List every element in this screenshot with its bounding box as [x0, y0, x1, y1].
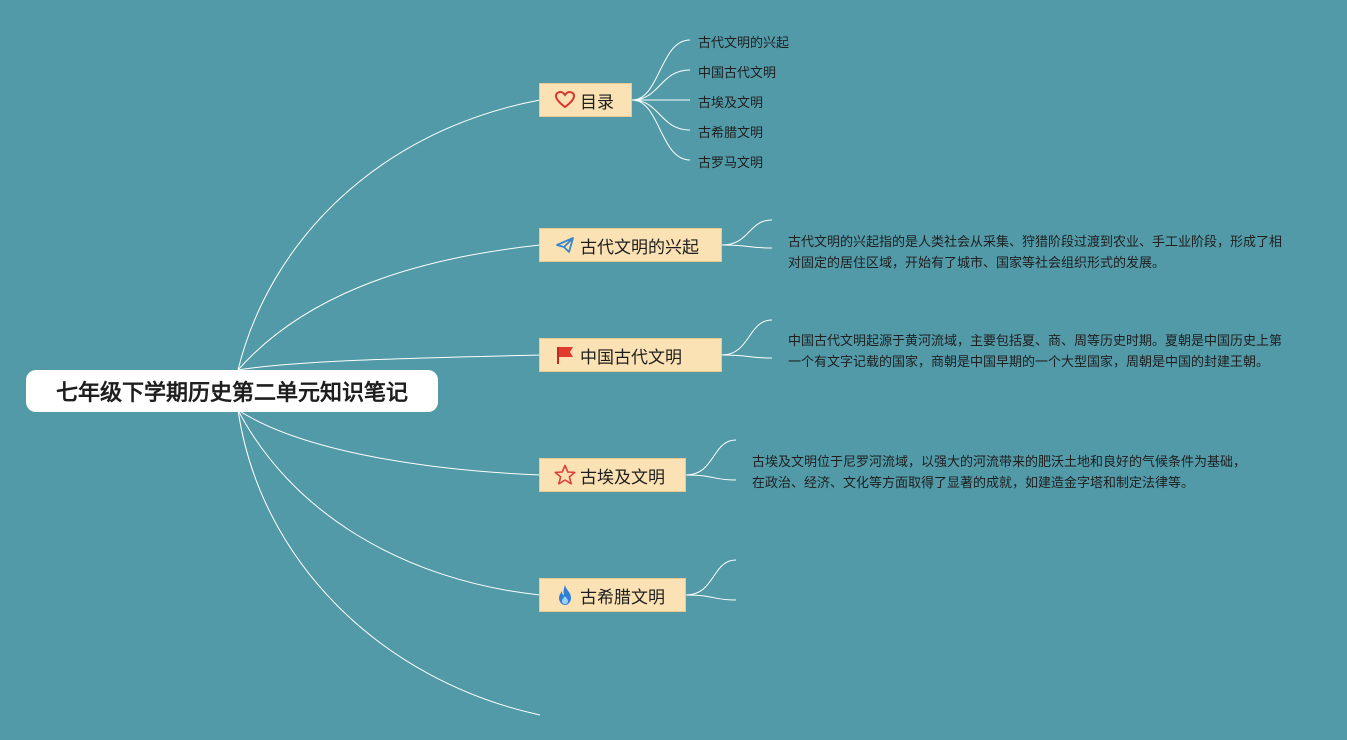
contents-item-3[interactable]: 古埃及文明	[698, 96, 764, 111]
branch-label: 古埃及文明	[580, 467, 665, 488]
connector-greece-note-a	[685, 559, 737, 596]
note-rise-of-civilization: 古代文明的兴起指的是人类社会从采集、狩猎阶段过渡到农业、手工业阶段，形成了相对固…	[788, 235, 1283, 271]
connector-rise-note-b	[721, 244, 773, 249]
contents-item-4[interactable]: 古希腊文明	[698, 126, 764, 141]
connector-contents-2	[631, 69, 691, 101]
connector-egypt-note-a	[685, 439, 737, 476]
note-ancient-egypt: 古埃及文明位于尼罗河流域，以强大的河流带来的肥沃土地和良好的气候条件为基础，在政…	[752, 455, 1247, 491]
connector-root-greece	[237, 409, 541, 596]
connector-rise-note-a	[721, 219, 773, 246]
branch-ancient-egypt[interactable]: 古埃及文明	[539, 458, 686, 492]
branch-contents[interactable]: 目录	[539, 83, 632, 117]
contents-item-2[interactable]: 中国古代文明	[698, 66, 777, 81]
connector-root-rise	[237, 244, 541, 371]
branch-ancient-greece[interactable]: 古希腊文明	[539, 578, 686, 612]
red-flag-icon	[554, 344, 576, 366]
connector-contents-1	[631, 39, 691, 101]
branch-ancient-china[interactable]: 中国古代文明	[539, 338, 722, 372]
connector-root-extra	[237, 409, 541, 716]
paper-plane-icon	[554, 234, 576, 256]
connector-china-note-b	[721, 354, 773, 359]
root-topic[interactable]: 七年级下学期历史第二单元知识笔记	[26, 370, 438, 412]
note-ancient-china: 中国古代文明起源于黄河流域，主要包括夏、商、周等历史时期。夏朝是中国历史上第一个…	[788, 334, 1283, 370]
contents-item-1[interactable]: 古代文明的兴起	[698, 36, 790, 51]
connector-china-note-a	[721, 319, 773, 356]
flame-icon	[554, 584, 576, 606]
contents-item-5[interactable]: 古罗马文明	[698, 156, 764, 171]
branch-label: 中国古代文明	[580, 347, 682, 368]
branch-label: 目录	[580, 92, 614, 113]
connector-root-contents	[237, 99, 541, 371]
connector-root-egypt	[237, 409, 541, 476]
connector-contents-4	[631, 99, 691, 131]
connector-egypt-note-b	[685, 474, 737, 481]
branch-label: 古代文明的兴起	[580, 237, 699, 258]
star-icon	[554, 464, 576, 486]
connector-contents-5	[631, 99, 691, 161]
branch-rise-of-civilization[interactable]: 古代文明的兴起	[539, 228, 722, 262]
heart-icon	[554, 89, 576, 111]
connector-greece-note-b	[685, 594, 737, 601]
branch-label: 古希腊文明	[580, 587, 665, 608]
connector-root-china	[237, 354, 541, 371]
